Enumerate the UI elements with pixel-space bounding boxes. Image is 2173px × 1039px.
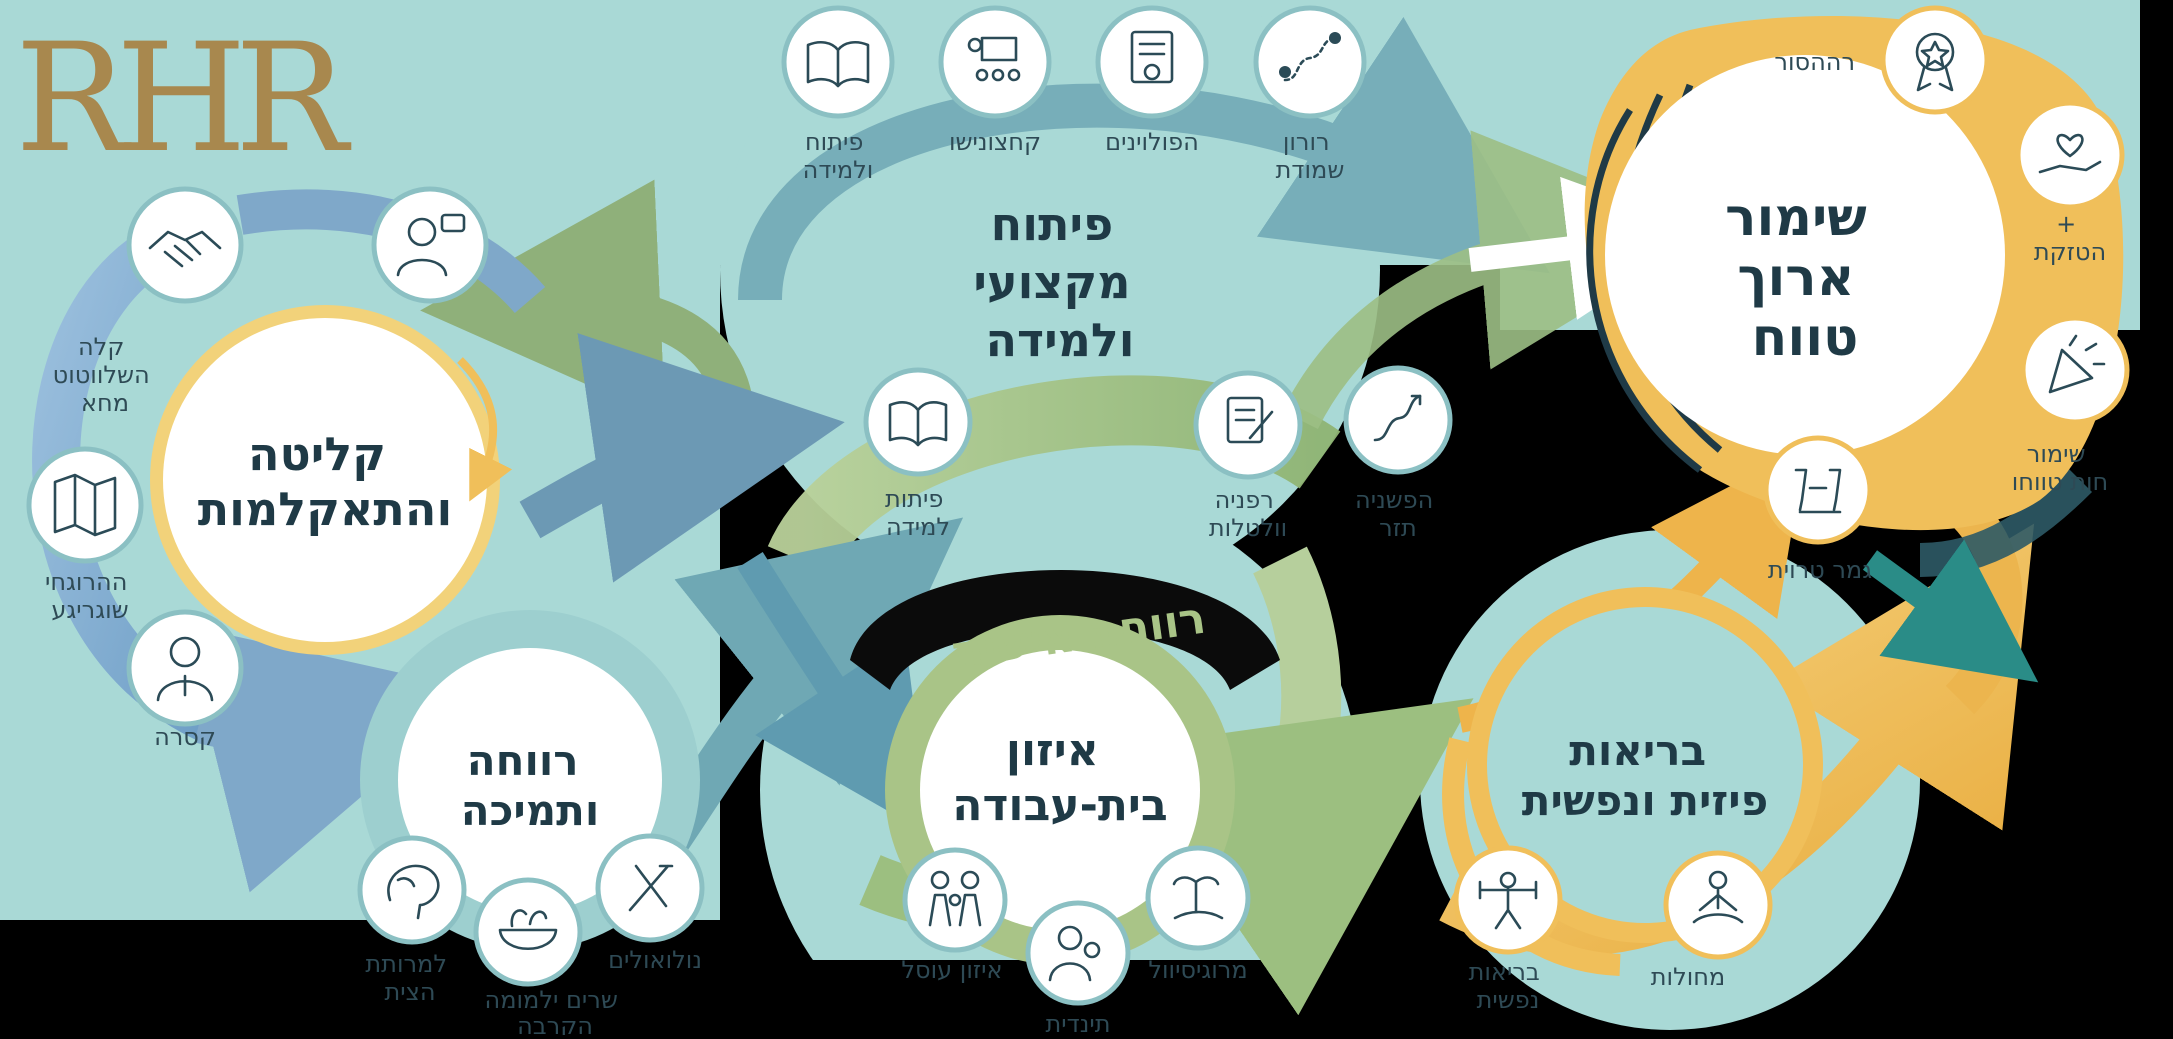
hub-balance-line-1: איזון (1006, 725, 1099, 776)
fork-knife-icon (595, 833, 705, 943)
node-green-learning-label: פיתות למידה (885, 485, 951, 541)
document-signature-icon (1193, 370, 1303, 480)
hub-onboarding-line-2: והתאקלמות (198, 482, 453, 536)
hub-wellbeing-line-1: רווחה (467, 736, 579, 785)
team-toast-icon (1763, 435, 1873, 545)
node-bal-family-label: איזון עוסל (901, 956, 1002, 984)
node-onboarding-contact-label: קלה השלווטוט מחא (53, 333, 158, 417)
island-vacation-icon (1145, 845, 1251, 951)
map-icon (26, 446, 144, 564)
svg-text:רווחה ותמיכה: רווחה ותמיכה (461, 736, 600, 835)
node-pro-certificate-label: הפולוינים (1105, 128, 1199, 156)
hub-wellbeing-line-2: ותמיכה (461, 786, 600, 835)
node-pro-route-label: רורון שמודת (1276, 128, 1345, 184)
parent-child-icon (1025, 900, 1131, 1006)
node-green-growth-label: הפשניה תזר (1355, 486, 1441, 542)
certificate-icon (1095, 5, 1209, 119)
hub-health-line-2: פיזית ונפשית (1522, 776, 1768, 825)
hub-retention-line-1: שימור (1725, 188, 1867, 248)
node-bal-vacation-label: מרוגיסיוול (1148, 956, 1247, 984)
node-bal-parent-label: תינדית (1046, 1010, 1111, 1035)
learning-book-icon (863, 367, 973, 477)
node-health-fitness-label: בריאות נפשית (1469, 958, 1548, 1014)
hub-onboarding-line-1: קליטה (248, 427, 386, 481)
hand-heart-icon (2015, 100, 2125, 210)
hub-professional-line-2: מקצועי (973, 255, 1130, 309)
hub-health-line-1: בריאות (1569, 726, 1706, 775)
fitness-icon (1453, 845, 1563, 955)
node-ret-care-label: + הטזקת (2034, 210, 2106, 266)
node-green-document-label: רפניה וולטלות (1209, 486, 1287, 542)
node-well-brain-label: למרותת הצית (365, 950, 454, 1006)
hub-retention-line-3: טווח (1752, 308, 1859, 368)
handshake-icon (126, 186, 244, 304)
training-icon (938, 5, 1052, 119)
celebration-icon (2020, 315, 2130, 425)
open-book-icon (781, 5, 895, 119)
hub-professional: פיתוח מקצועי ולמידה (973, 197, 1146, 367)
svg-text:איזון בית-עבודה: איזון בית-עבודה (952, 725, 1167, 831)
node-pro-learning-label: פיתוח ולמידה (803, 128, 874, 184)
brain-icon (357, 835, 467, 945)
hub-onboarding: קליטה והתאקלמות (150, 305, 513, 655)
hub-retention-line-2: ארוך (1737, 248, 1854, 308)
person-chat-icon (371, 186, 489, 304)
node-ret-social-label: גמר טרוית (1768, 556, 1872, 584)
node-pro-training-label: קחצונישו (949, 128, 1041, 156)
node-health-meditation-label: מחולות (1651, 963, 1725, 991)
node-onboarding-map-label: ההרוגחי שוגריגע (45, 568, 135, 624)
meditation-icon (1663, 850, 1773, 960)
family-icon (902, 847, 1008, 953)
growth-path-icon (1343, 365, 1453, 475)
svg-text:פיתוח מקצועי ולמיד: פיתוח מקצועי ולמידה (973, 197, 1146, 367)
employee-icon (126, 609, 244, 727)
svg-text:קליטה והתאקלמות: קליטה והתאקלמות (198, 427, 453, 536)
hub-balance-line-2: בית-עבודה (952, 780, 1167, 831)
hub-professional-line-1: פיתוח (991, 197, 1114, 251)
salad-bowl-icon (473, 877, 583, 987)
svg-text:בריאות פיזית ונפשית: בריאות פיזית ונפשית (1522, 726, 1768, 825)
hub-health: בריאות פיזית ונפשית (1522, 726, 1768, 825)
node-ret-award-label: רההסור (1774, 48, 1855, 76)
hub-professional-line-3: ולמידה (985, 313, 1134, 367)
rhr-logo: RHR (15, 12, 352, 186)
node-ret-celebrate-label: שימור חות טווחו (2012, 440, 2108, 496)
node-well-meal-label: נולואולים (608, 946, 702, 974)
node-onboarding-person-label: קסרה (154, 723, 216, 751)
award-badge-icon (1880, 5, 1990, 115)
route-icon (1253, 5, 1367, 119)
svg-text:שימור ארוך טווח: שימור ארוך טווח (1725, 188, 1885, 368)
hub-retention: שימור ארוך טווח (1605, 55, 2005, 455)
